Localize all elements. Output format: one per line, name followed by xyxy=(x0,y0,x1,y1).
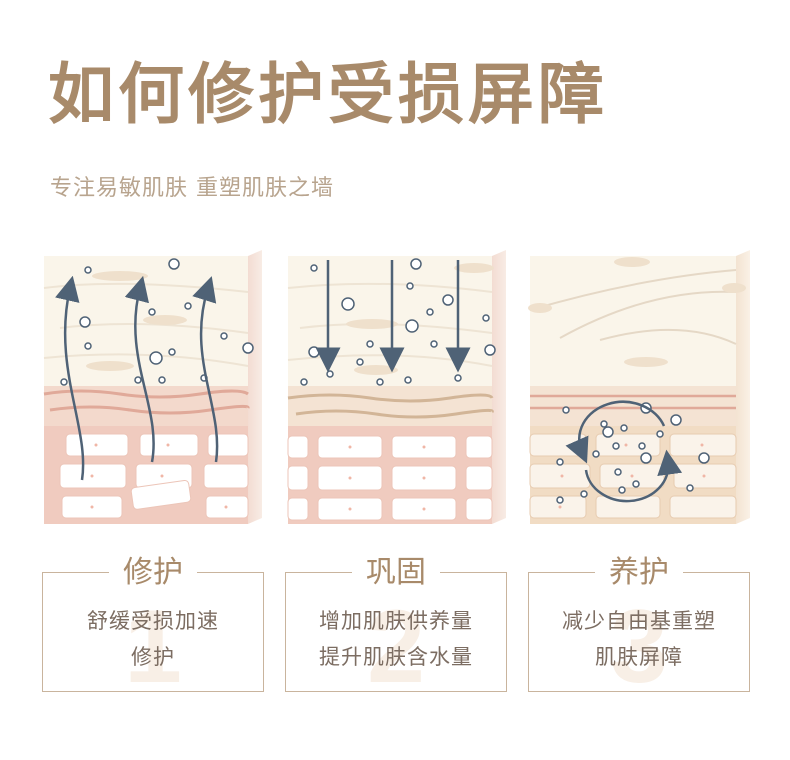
card-maintain: 3 养护 减少自由基重塑 肌肤屏障 xyxy=(528,553,750,699)
card-description: 舒缓受损加速 修护 xyxy=(43,603,263,675)
card-line: 增加肌肤供养量 xyxy=(319,609,473,633)
card-title: 修护 xyxy=(109,553,197,593)
panel-maintain xyxy=(528,250,750,524)
card-title: 养护 xyxy=(595,553,683,593)
card-line: 提升肌肤含水量 xyxy=(319,645,473,669)
arrow-up-icon xyxy=(55,275,219,481)
card-line: 减少自由基重塑 xyxy=(562,609,716,633)
panel-repair xyxy=(43,250,262,524)
card-title: 巩固 xyxy=(352,553,440,593)
card-number: 3 xyxy=(610,589,668,705)
card-consolidate: 2 巩固 增加肌肤供养量 提升肌肤含水量 xyxy=(285,553,507,699)
card-description: 减少自由基重塑 肌肤屏障 xyxy=(529,603,749,675)
arrow-down-icon xyxy=(315,260,471,373)
card-line: 修护 xyxy=(131,645,175,669)
card-line: 舒缓受损加速 xyxy=(87,609,219,633)
page-title: 如何修护受损屏障 xyxy=(48,56,608,133)
skin-illustrations xyxy=(0,248,790,538)
cycle-arrows-icon xyxy=(565,400,683,503)
page-subtitle: 专注易敏肌肤 重塑肌肤之墙 xyxy=(50,176,334,201)
card-description: 增加肌肤供养量 提升肌肤含水量 xyxy=(286,603,506,675)
panel-consolidate xyxy=(287,250,506,524)
card-repair: 1 修护 舒缓受损加速 修护 xyxy=(42,553,264,699)
card-number: 2 xyxy=(367,589,425,705)
card-number: 1 xyxy=(124,589,182,705)
card-line: 肌肤屏障 xyxy=(595,645,683,669)
